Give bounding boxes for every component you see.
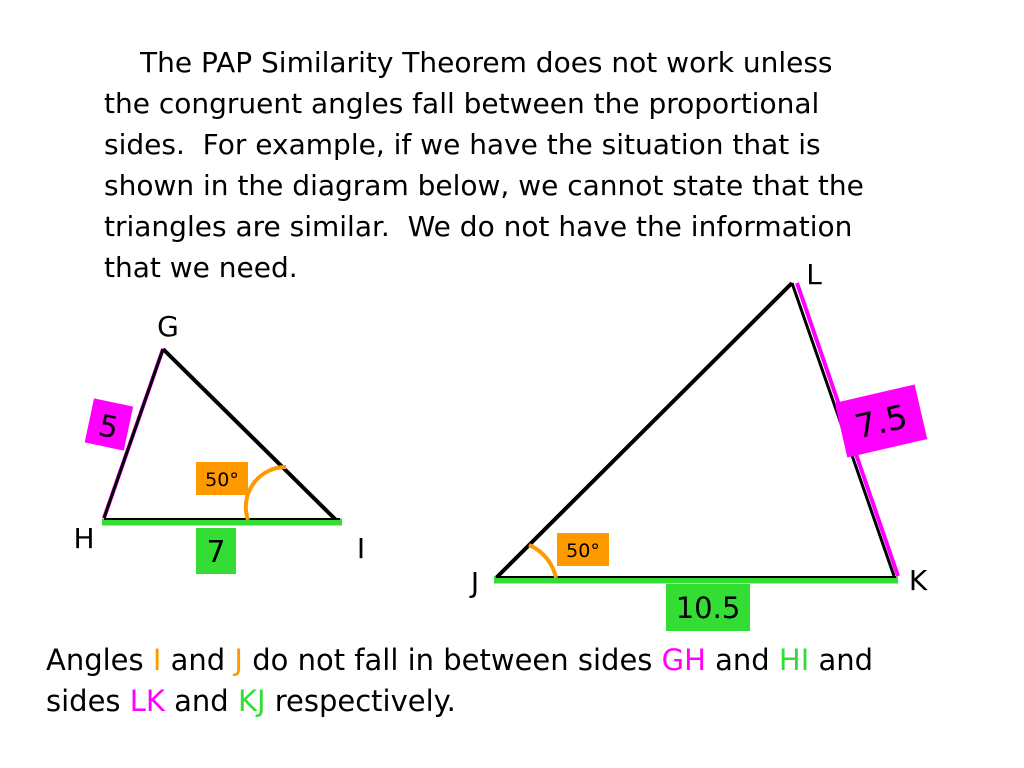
conclusion-text: and: [705, 643, 779, 677]
angle-i-label-box: [196, 462, 248, 495]
conclusion-text: respectively.: [265, 684, 456, 718]
side-hi-label-box: [196, 528, 236, 574]
conclusion-text: Angles: [46, 643, 153, 677]
intro-line: the congruent angles fall between the pr…: [104, 87, 820, 120]
side-lk-ref: LK: [129, 684, 165, 718]
side-lk-label-box: [834, 384, 928, 458]
side-kj-ref: KJ: [237, 684, 266, 718]
intro-line: that we need.: [104, 251, 298, 284]
triangle-ghi: 5 7 50° G H I: [73, 310, 365, 574]
side-gh: [102, 348, 165, 519]
intro-line: triangles are similar. We do not have th…: [104, 210, 853, 243]
conclusion-text: and: [164, 684, 238, 718]
conclusion-text: and: [809, 643, 874, 677]
side-jk-label: 10.5: [676, 591, 741, 625]
vertex-g-label: G: [157, 310, 179, 343]
side-hi-label: 7: [206, 535, 225, 570]
intro-paragraph: The PAP Similarity Theorem does not work…: [104, 42, 984, 288]
side-gh-label-box: [84, 398, 134, 451]
angle-j-label-box: [557, 533, 609, 566]
side-jl: [494, 281, 794, 580]
vertex-l-label: L: [806, 258, 822, 291]
conclusion-paragraph: Angles I and J do not fall in between si…: [46, 640, 1006, 722]
angle-i-label: 50°: [205, 469, 239, 491]
intro-line: The PAP Similarity Theorem does not work…: [140, 46, 833, 79]
intro-line: sides. For example, if we have the situa…: [104, 128, 821, 161]
angle-j-arc: [528, 543, 558, 579]
intro-line: shown in the diagram below, we cannot st…: [104, 169, 864, 202]
conclusion-text: do not fall in between sides: [242, 643, 662, 677]
side-hi-ref: HI: [778, 643, 810, 677]
vertex-j-label: J: [469, 566, 479, 599]
vertex-h-label: H: [73, 522, 94, 555]
angle-j-label: 50°: [566, 540, 600, 562]
angle-i-ref: I: [152, 643, 162, 677]
conclusion-text: sides: [46, 684, 130, 718]
conclusion-text: and: [161, 643, 235, 677]
angle-i-arc: [243, 464, 287, 521]
side-gh-ref: GH: [661, 643, 706, 677]
vertex-i-label: I: [357, 532, 365, 565]
side-jk-label-box: [666, 584, 750, 631]
triangle-jkl: 7.5 10.5 50° L J K: [469, 258, 928, 631]
vertex-k-label: K: [909, 564, 928, 597]
side-gi: [161, 347, 338, 522]
angle-j-ref: J: [234, 643, 243, 677]
